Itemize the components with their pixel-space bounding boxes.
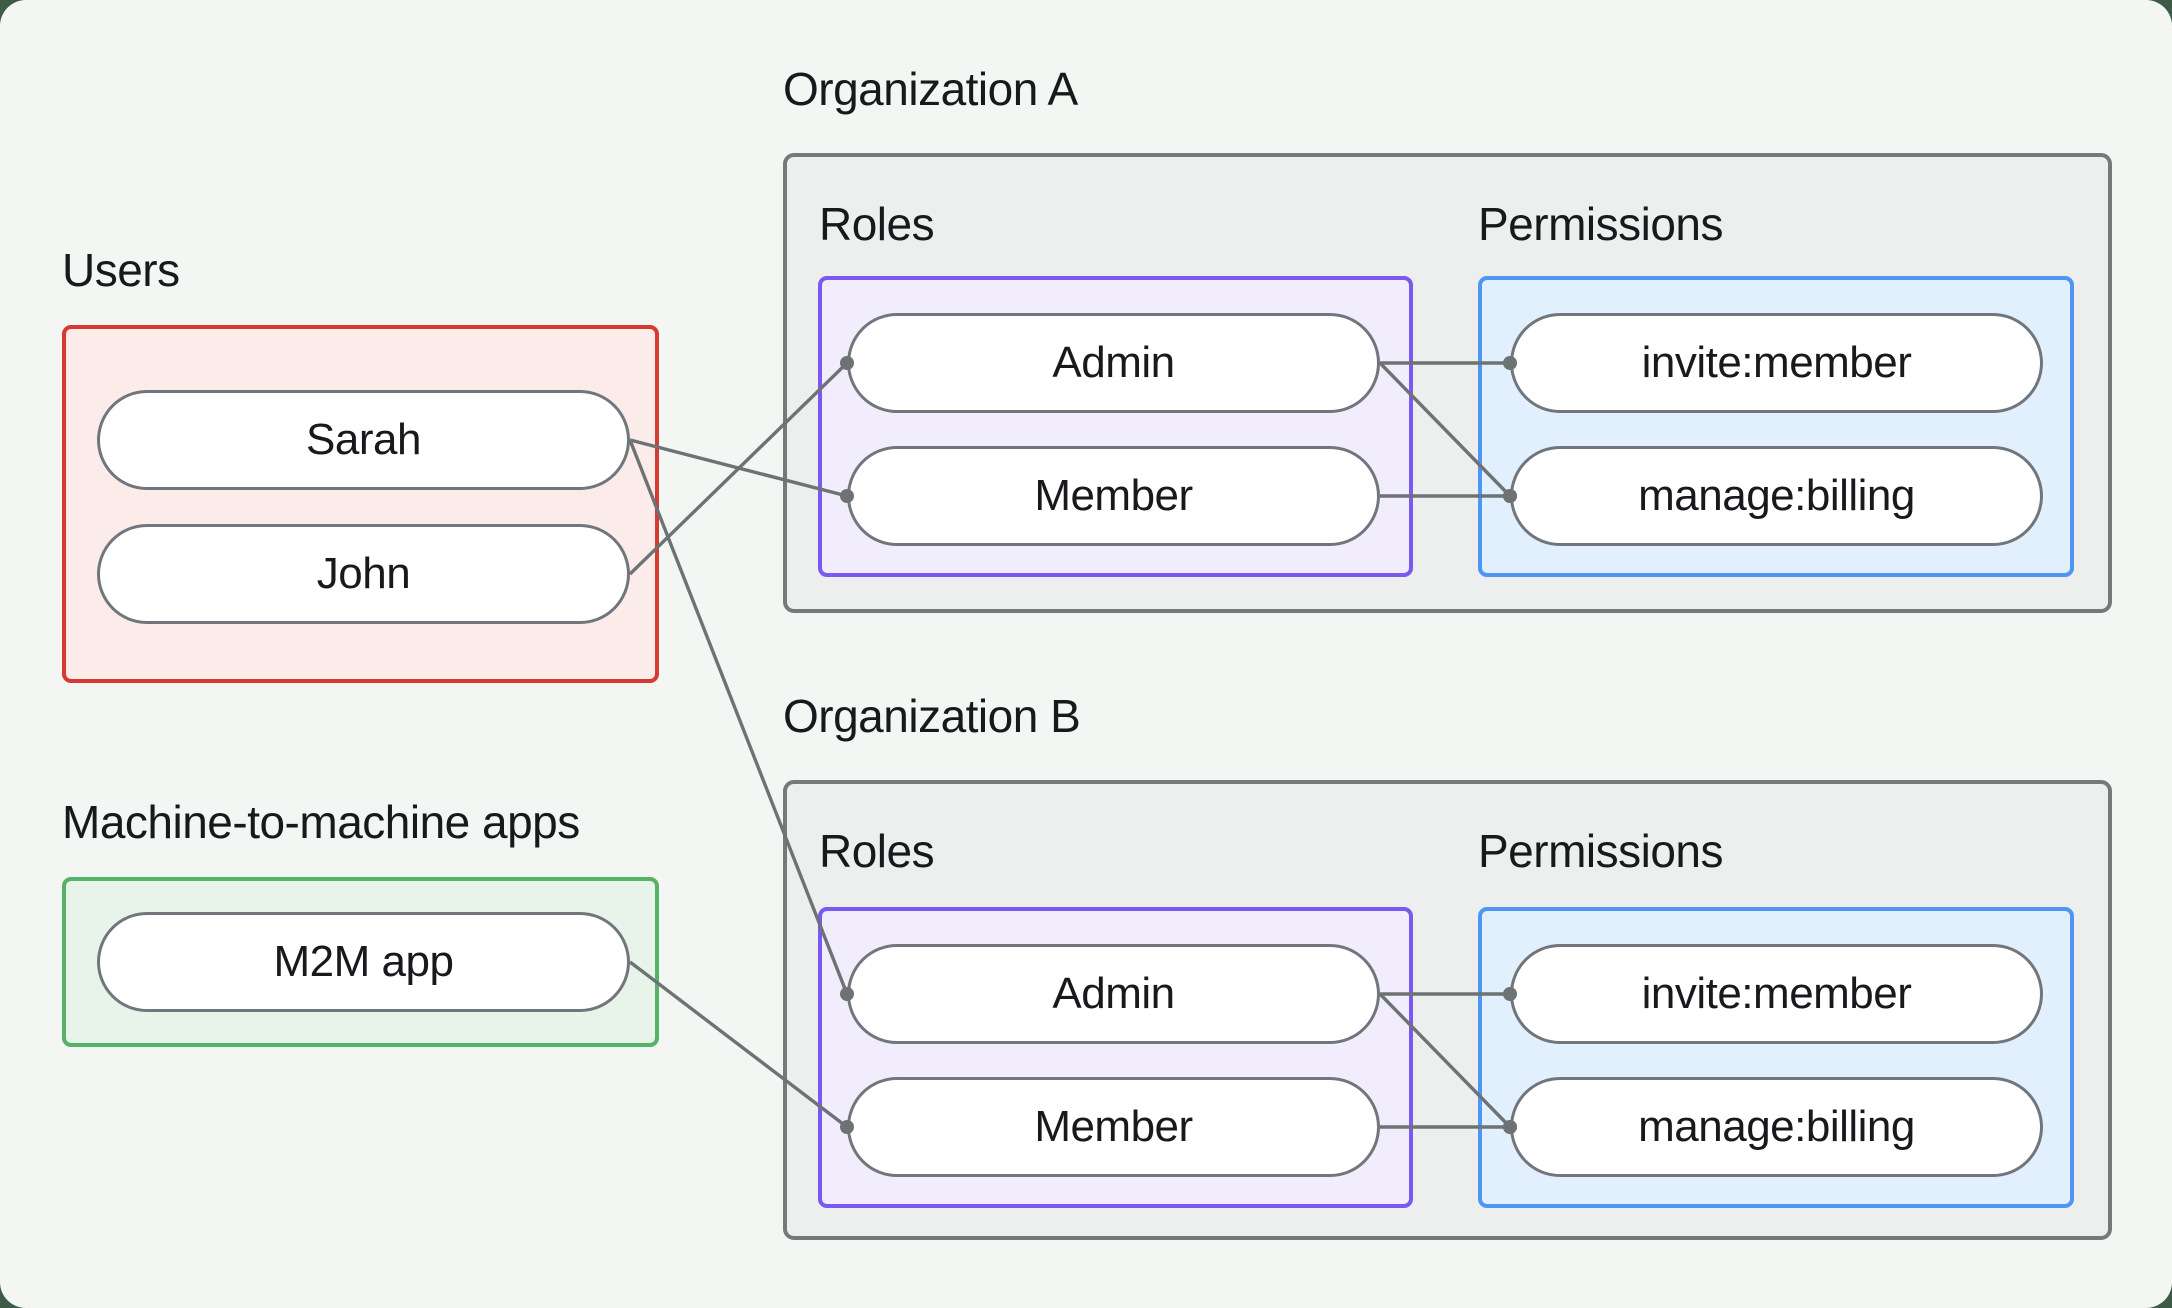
m2m-group-box: M2M app [62,877,659,1047]
node-org-a-member: Member [847,446,1380,546]
node-sarah: Sarah [97,390,630,490]
node-john: John [97,524,630,624]
org-a-box: Roles Permissions Admin Member invite:me… [783,153,2112,613]
node-org-b-member: Member [847,1077,1380,1177]
node-org-b-admin: Admin [847,944,1380,1044]
org-b-member-label: Member [1034,1102,1193,1151]
users-group-label: Users [62,244,180,296]
user-john-label: John [316,549,411,598]
org-b-permissions-label: Permissions [1478,825,1724,877]
users-group-box: Sarah John [62,325,659,683]
org-b-box: Roles Permissions Admin Member invite:me… [783,780,2112,1240]
node-org-a-manage: manage:billing [1510,446,2043,546]
org-a-invite-label: invite:member [1641,338,1912,387]
org-b-roles-box: Admin Member [818,907,1413,1208]
org-a-member-label: Member [1034,471,1193,520]
node-org-b-invite: invite:member [1510,944,2043,1044]
org-b-roles-label: Roles [819,825,935,877]
org-a-permissions-label: Permissions [1478,198,1724,250]
node-org-a-admin: Admin [847,313,1380,413]
org-b-manage-label: manage:billing [1638,1102,1915,1151]
org-b-title: Organization B [783,690,1081,742]
node-org-a-invite: invite:member [1510,313,2043,413]
org-b-admin-label: Admin [1052,969,1175,1018]
org-a-title: Organization A [783,63,1078,115]
m2m-app-label: M2M app [273,937,454,986]
org-a-roles-box: Admin Member [818,276,1413,577]
org-a-manage-label: manage:billing [1638,471,1915,520]
org-a-roles-label: Roles [819,198,935,250]
node-org-b-manage: manage:billing [1510,1077,2043,1177]
org-a-permissions-box: invite:member manage:billing [1478,276,2074,577]
user-sarah-label: Sarah [306,415,421,464]
org-a-admin-label: Admin [1052,338,1175,387]
org-b-invite-label: invite:member [1641,969,1912,1018]
org-b-permissions-box: invite:member manage:billing [1478,907,2074,1208]
m2m-group-label: Machine-to-machine apps [62,796,580,848]
node-m2m: M2M app [97,912,630,1012]
